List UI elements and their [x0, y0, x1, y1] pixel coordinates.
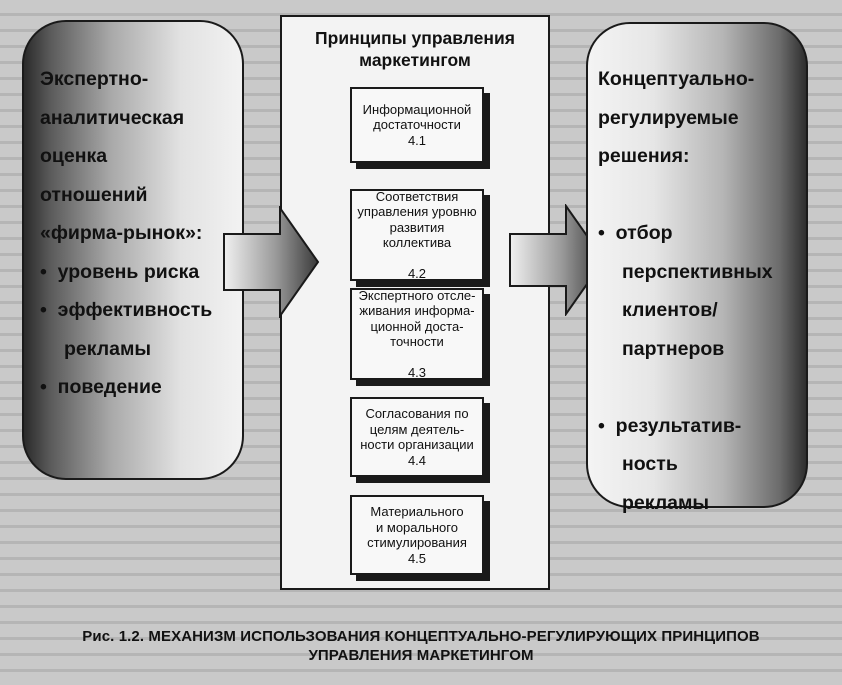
right-panel-text: Концептуально- регулируемые решения: отб…: [598, 60, 773, 522]
principle-box-4-4: Согласования по целям деятель- ности орг…: [350, 397, 484, 477]
right-line: ность: [622, 453, 678, 475]
center-title: Принципы управления маркетингом: [282, 27, 548, 71]
left-bullet-text: эффективность: [57, 299, 213, 321]
right-line-spacer: [598, 368, 773, 407]
arrow-right-icon: [509, 204, 606, 316]
right-bullet-text: результатив-: [615, 414, 742, 437]
principle-number: 4.4: [407, 452, 427, 468]
right-bullet-effectiveness: результатив-: [598, 407, 773, 446]
left-line: «фирма-рынок»:: [40, 222, 203, 244]
principle-text-with-number: точности 4.3: [355, 334, 479, 381]
principle-text: и морального: [376, 519, 458, 535]
right-line: клиентов/: [622, 299, 718, 321]
principle-number: 4.2: [407, 266, 427, 281]
principle-text: Материального: [370, 504, 464, 519]
left-bullet-behavior: поведение: [40, 368, 212, 407]
principle-number: 4.1: [407, 132, 427, 148]
right-line: партнеров: [622, 337, 725, 360]
principle-text: ности организации: [360, 437, 474, 452]
principle-text: управления уровню: [357, 204, 477, 219]
left-line: Экспертно-: [40, 68, 149, 90]
center-title-line: маркетингом: [359, 50, 471, 70]
principle-text: Информационной: [362, 101, 472, 117]
right-line: регулируемые: [598, 106, 739, 129]
left-bullet-risk: уровень риска: [40, 253, 212, 292]
principle-box-4-2: Соответствия управления уровню развития …: [350, 189, 484, 281]
right-line: Концептуально-: [598, 68, 755, 90]
principle-text: коллектива: [382, 235, 452, 250]
center-panel-principles: Принципы управления маркетингом Информац…: [280, 15, 550, 590]
left-panel-expert-assessment: Экспертно- аналитическая оценка отношени…: [22, 20, 244, 480]
principle-text: стимулирования: [367, 535, 467, 550]
principle-text: живания информа-: [359, 303, 475, 318]
caption-line: УПРАВЛЕНИЯ МАРКЕТИНГОМ: [308, 647, 534, 664]
right-bullet-selection: отбор: [598, 214, 773, 253]
right-panel-conceptual-decisions: Концептуально- регулируемые решения: отб…: [586, 22, 808, 514]
right-line: перспективных: [622, 260, 773, 283]
principle-box-4-1: Информационной достаточности 4.1: [350, 87, 484, 163]
principle-box-4-3: Экспертного отсле- живания информа- цион…: [350, 288, 484, 380]
principle-text: Соответствия: [375, 188, 459, 204]
caption-line: Рис. 1.2. МЕХАНИЗМ ИСПОЛЬЗОВАНИЯ КОНЦЕПТ…: [82, 628, 760, 645]
principle-text: точности: [390, 334, 444, 349]
arrow-right-icon: [223, 206, 320, 318]
right-line: решения:: [598, 145, 690, 167]
principle-number: 4.5: [407, 550, 427, 566]
figure-caption: Рис. 1.2. МЕХАНИЗМ ИСПОЛЬЗОВАНИЯ КОНЦЕПТ…: [0, 627, 842, 665]
left-line: отношений: [40, 183, 148, 206]
principle-box-4-5: Материального и морального стимулировани…: [350, 495, 484, 575]
bullet-icon: [40, 261, 58, 283]
principle-text: Экспертного отсле-: [358, 287, 476, 303]
right-line-spacer: [598, 176, 773, 215]
left-bullet-text: поведение: [57, 376, 162, 398]
principle-text: развития: [389, 219, 445, 235]
left-panel-text: Экспертно- аналитическая оценка отношени…: [40, 60, 212, 407]
left-line: рекламы: [64, 337, 152, 360]
left-bullet-efficiency: эффективность: [40, 291, 212, 330]
principle-text: Согласования по: [365, 406, 469, 421]
left-line: оценка: [40, 145, 108, 167]
principle-text-with-number: коллектива 4.2: [355, 235, 479, 282]
bullet-icon: [40, 299, 58, 321]
bullet-icon: [40, 376, 58, 398]
principle-text: целям деятель-: [369, 421, 465, 437]
left-line: аналитическая: [40, 106, 185, 129]
left-bullet-text: уровень риска: [57, 260, 200, 283]
center-title-line: Принципы управления: [315, 28, 515, 48]
bullet-icon: [598, 415, 616, 437]
right-line: рекламы: [622, 491, 710, 514]
principle-text: ционной доста-: [370, 318, 464, 334]
right-bullet-text: отбор: [615, 222, 673, 244]
principle-text: достаточности: [373, 117, 461, 133]
principle-number: 4.3: [407, 365, 427, 380]
bullet-icon: [598, 222, 616, 244]
